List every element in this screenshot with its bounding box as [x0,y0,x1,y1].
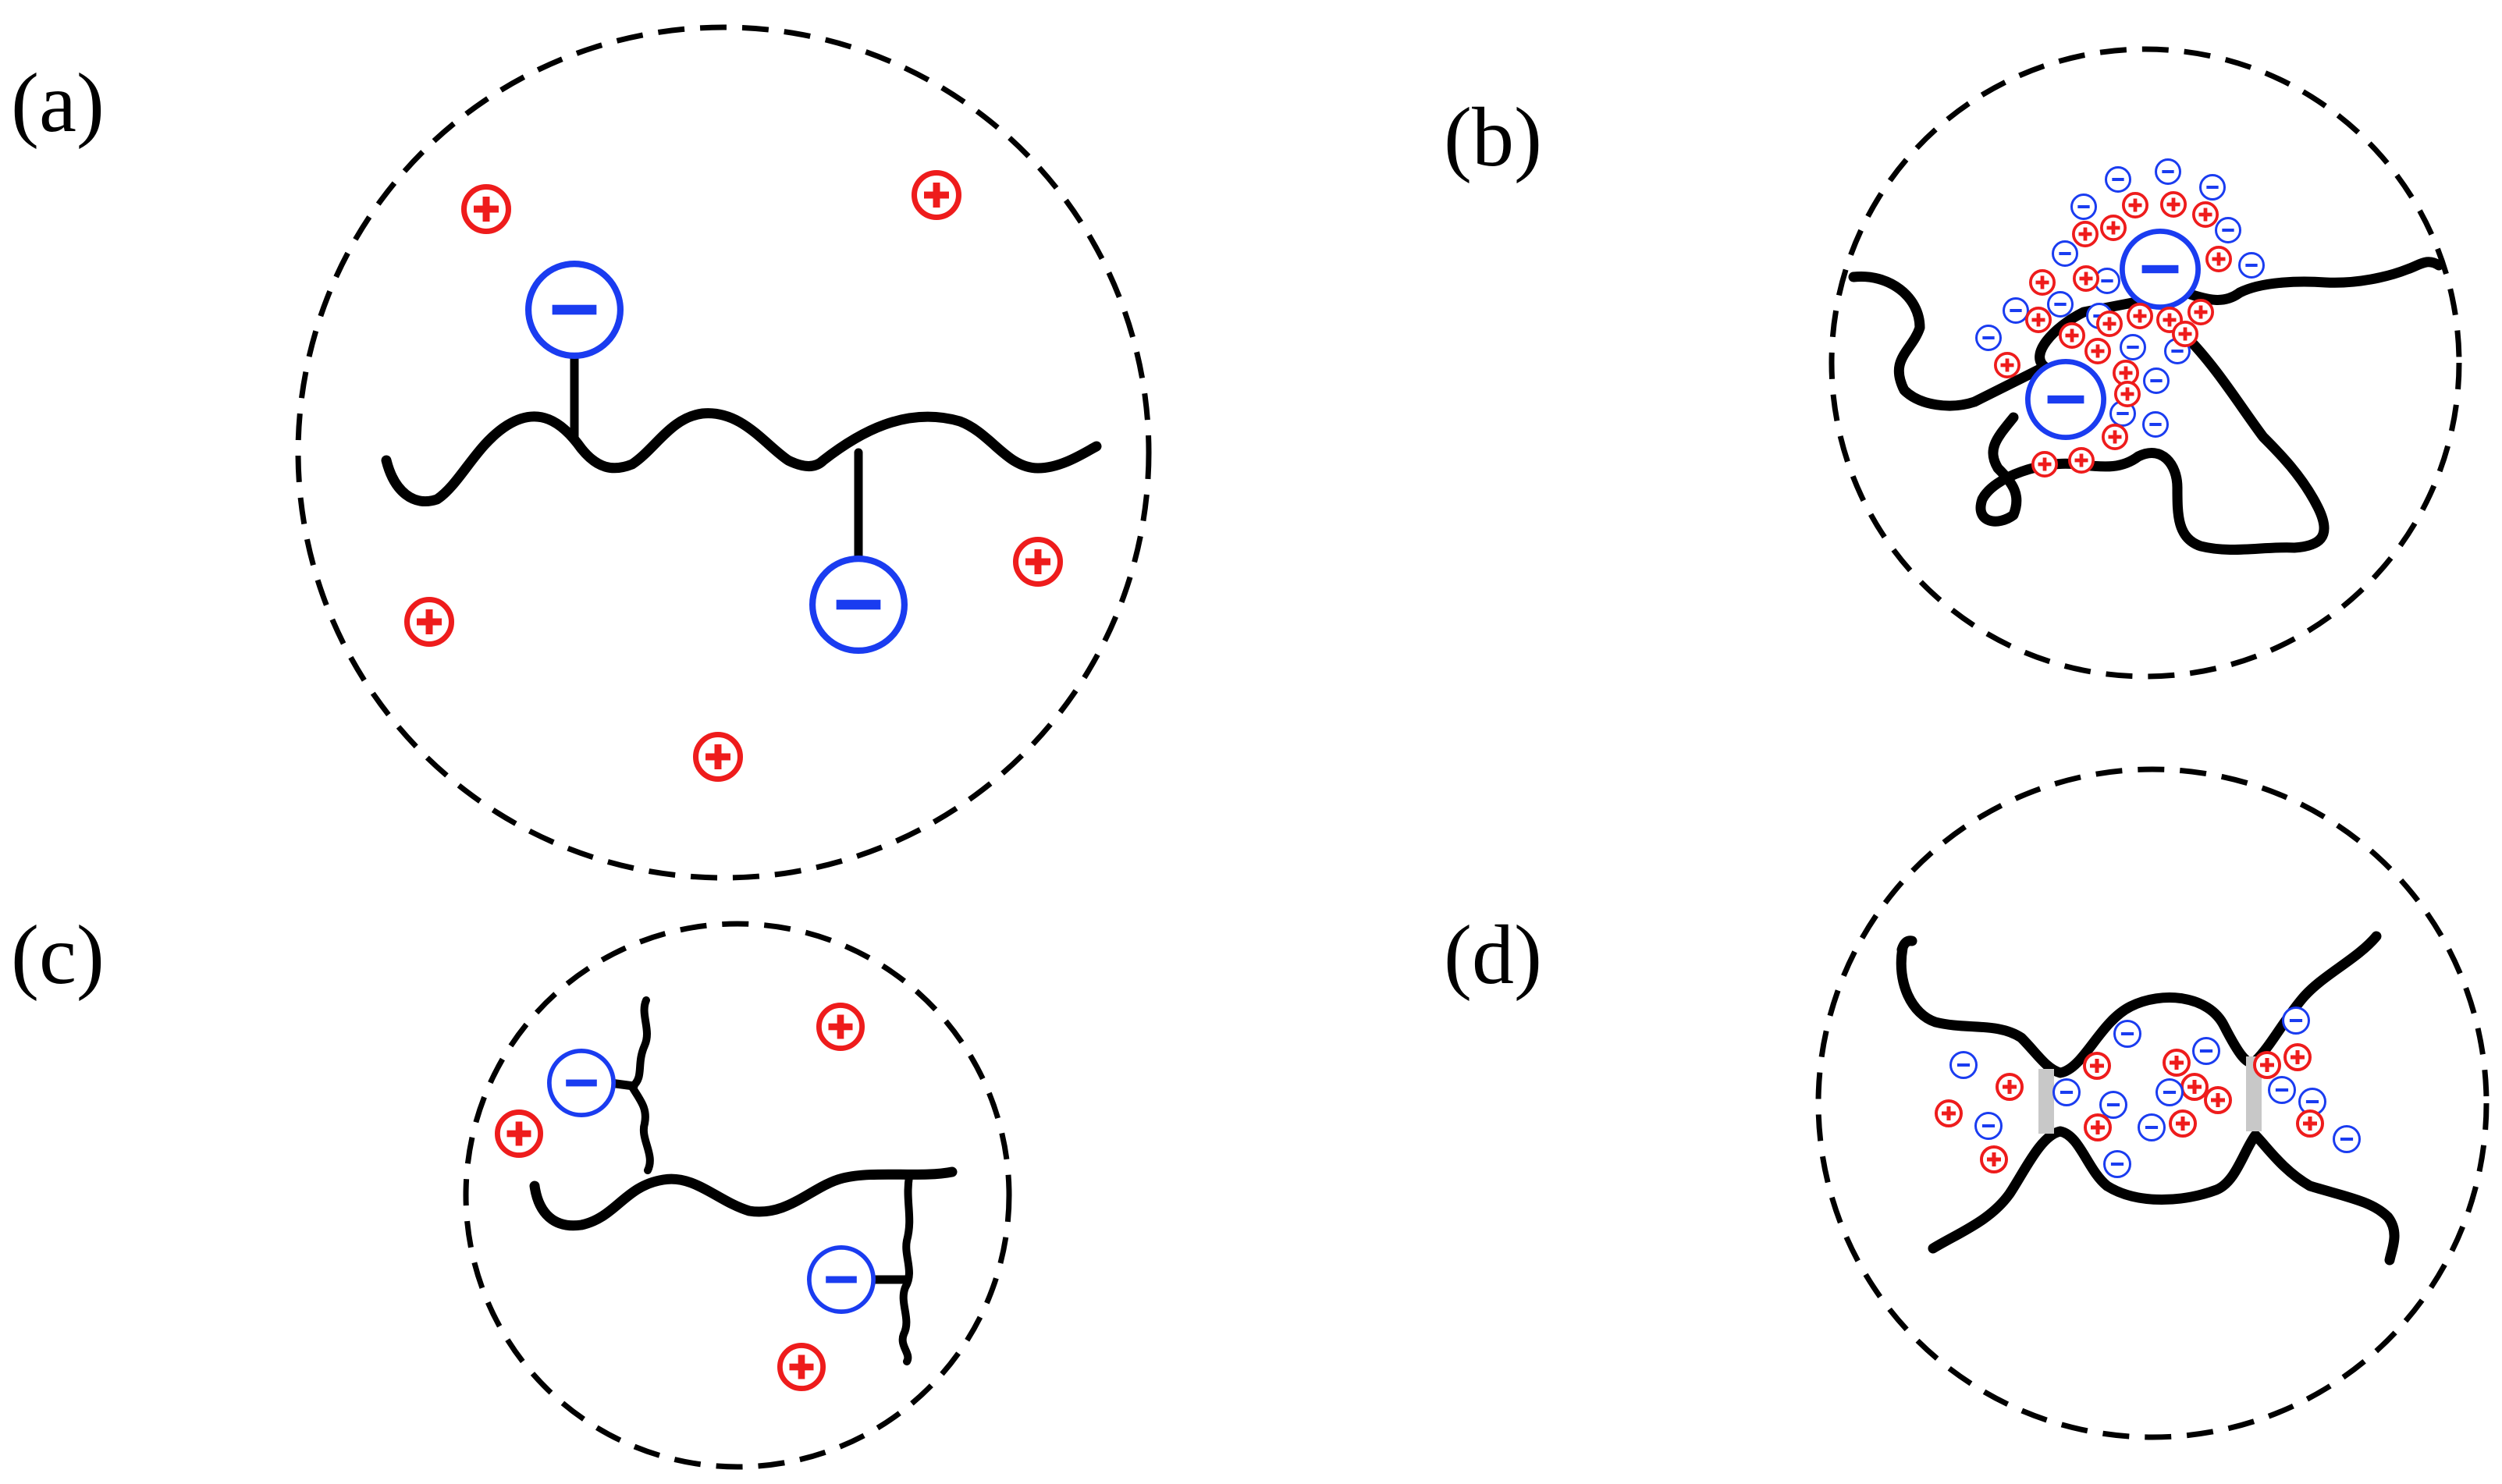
panel-label-c: (c) [11,909,105,1002]
minus-circle-icon [2052,240,2078,267]
plus-circle-icon [404,597,455,648]
plus-circle-icon [816,1003,865,1052]
minus-circle-icon [2024,359,2106,441]
plus-circle-icon [2192,201,2219,228]
plus-circle-icon [2083,1113,2112,1141]
plus-circle-icon [2114,380,2141,407]
minus-circle-icon [2138,1113,2166,1141]
plus-circle-icon [2172,320,2199,347]
minus-circle-icon [2119,229,2201,311]
panel-a-polymer-chain [381,408,1102,507]
plus-circle-icon [2252,1050,2281,1079]
minus-circle-icon [2333,1125,2361,1153]
minus-circle-icon [2003,297,2029,324]
minus-circle-icon [1949,1051,1978,1079]
minus-circle-icon [2052,1078,2081,1106]
panel-a-boundary [295,24,1152,881]
plus-circle-icon [1934,1099,1963,1127]
plus-circle-icon [2072,220,2099,247]
panel-d [1815,766,2490,1440]
minus-circle-icon [2282,1006,2310,1035]
plus-circle-icon [2084,337,2112,364]
minus-circle-icon [2215,217,2241,243]
plus-circle-icon [2122,191,2149,218]
plus-circle-icon [2059,321,2086,349]
plus-circle-icon [2203,1085,2232,1114]
minus-circle-icon [2070,193,2097,220]
panel-c-polymer-chain [529,1166,958,1231]
plus-circle-icon [494,1109,543,1159]
plus-circle-icon [2113,359,2140,386]
panel-label-a: (a) [11,57,105,150]
plus-circle-icon [461,184,512,235]
plus-circle-icon [912,170,962,221]
minus-circle-icon [2120,334,2146,360]
minus-circle-icon [806,1244,876,1314]
plus-circle-icon [2025,306,2052,333]
minus-circle-icon [2047,291,2074,318]
minus-circle-icon [546,1048,616,1117]
plus-circle-icon [1994,351,2021,378]
minus-circle-icon [2143,367,2170,394]
plus-circle-icon [2295,1109,2324,1138]
minus-circle-icon [2238,252,2265,279]
plus-circle-icon [2073,264,2100,292]
minus-circle-icon [809,555,908,654]
minus-circle-icon [2103,1150,2131,1178]
panel-c-side-chain-2 [898,1173,914,1365]
panel-d-tail-1 [1896,935,1917,955]
plus-circle-icon [2029,268,2056,296]
panel-c [463,921,1012,1470]
minus-circle-icon [1974,1112,2003,1140]
minus-circle-icon [2099,1091,2127,1119]
plus-circle-icon [2205,245,2233,272]
panel-b-polymer-loop [1975,330,2330,556]
minus-circle-icon [2155,1078,2184,1106]
plus-circle-icon [2180,1072,2209,1101]
panel-b-polymer-chain [1848,257,2444,411]
plus-circle-icon [1979,1145,2008,1173]
plus-circle-icon [2031,450,2059,478]
plus-circle-icon [2160,190,2187,218]
plus-circle-icon [2168,1109,2197,1138]
panel-label-d: (d) [1444,909,1542,1002]
plus-circle-icon [2102,423,2129,450]
panel-a [295,24,1152,881]
plus-circle-icon [2100,214,2127,241]
minus-circle-icon [1975,325,2002,351]
plus-circle-icon [2096,310,2124,337]
minus-circle-icon [2155,158,2181,185]
minus-circle-icon [2199,174,2226,201]
minus-circle-icon [2105,166,2131,193]
panel-b-boundary [1829,46,2462,680]
plus-circle-icon [693,732,744,783]
plus-circle-icon [1995,1072,2024,1101]
plus-circle-icon [1013,537,1064,588]
panel-label-b: (b) [1444,91,1542,184]
minus-circle-icon [2192,1037,2220,1065]
plus-circle-icon [2082,1051,2111,1080]
panel-b [1829,46,2462,680]
plus-circle-icon [2127,302,2154,329]
minus-circle-icon [524,261,624,359]
panel-d-boundary [1815,766,2490,1440]
plus-circle-icon [2162,1048,2191,1077]
minus-circle-icon [2113,1020,2141,1048]
plus-circle-icon [2068,446,2095,474]
plus-circle-icon [2187,298,2215,325]
minus-circle-icon [2268,1076,2296,1104]
minus-circle-icon [2142,411,2169,438]
panel-d-lower-chain [1928,1126,2400,1266]
plus-circle-icon [2283,1042,2312,1071]
plus-circle-icon [777,1343,826,1392]
panel-c-boundary [463,921,1012,1470]
